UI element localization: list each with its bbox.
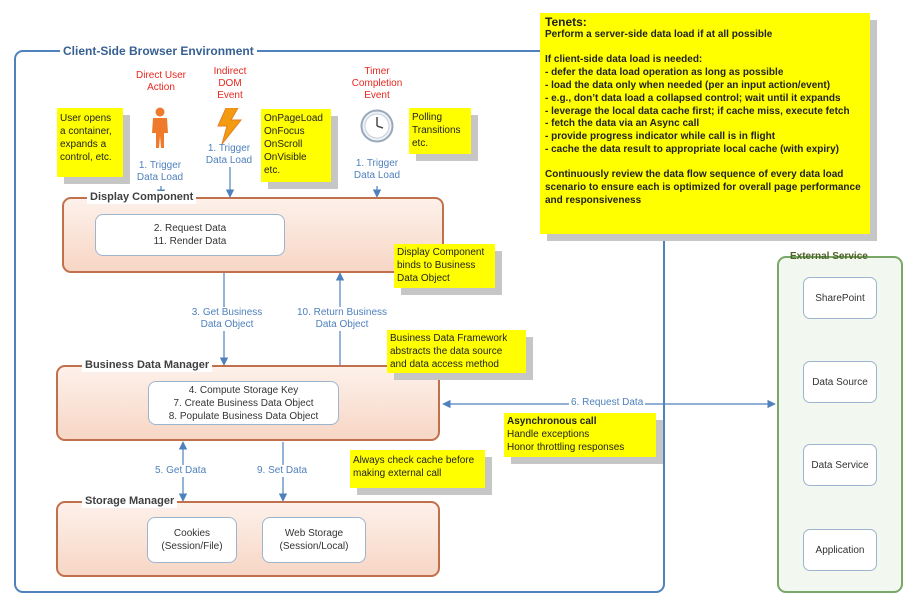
return-business-object-label: 10. Return Business Data Object — [291, 307, 393, 331]
step-request-data: 2. Request Data — [153, 223, 227, 234]
external-service-title: External Service — [790, 251, 868, 262]
cookies-label: Cookies — [173, 528, 211, 539]
step-render-data: 11. Render Data — [153, 236, 227, 247]
tenet-item: - provide progress indicator while call … — [545, 131, 776, 143]
business-data-manager-title: Business Data Manager — [82, 359, 213, 372]
tenet-item: - e.g., don’t data load a collapsed cont… — [545, 92, 841, 104]
browser-environment-title: Client-Side Browser Environment — [60, 44, 257, 58]
set-data-label: 9. Set Data — [255, 465, 310, 477]
storage-manager-title: Storage Manager — [82, 495, 178, 508]
note-user-opens: User opens a container, expands a contro… — [57, 108, 123, 177]
tenets-first: Perform a server-side data load if at al… — [545, 29, 773, 40]
timer-completion-event-label: Timer Completion Event — [351, 66, 403, 101]
trigger-label-user: 1. Trigger Data Load — [136, 160, 184, 183]
note-dom-events: OnPageLoad OnFocus OnScroll OnVisible et… — [261, 109, 331, 182]
request-data-label: 6. Request Data — [569, 397, 646, 409]
display-component-title: Display Component — [87, 191, 197, 204]
tenets-closing: Continuously review the data flow sequen… — [545, 169, 861, 206]
tenet-item: - load the data only when needed (per an… — [545, 79, 831, 91]
tenet-item: - leverage the local data cache first; i… — [545, 105, 850, 117]
step-populate-business-object: 8. Populate Business Data Object — [168, 410, 319, 422]
service-data-service: Data Service — [803, 444, 877, 486]
note-cache-check: Always check cache before making externa… — [350, 450, 485, 488]
get-data-label: 5. Get Data — [153, 465, 209, 477]
tenet-item: - cache the data result to appropriate l… — [545, 144, 839, 156]
tenet-item: - defer the data load operation as long … — [545, 66, 784, 78]
cookies-box: Cookies (Session/File) — [147, 517, 237, 563]
step-create-business-object: 7. Create Business Data Object — [173, 397, 314, 409]
direct-user-action-label: Direct User Action — [135, 70, 186, 93]
clock-icon — [360, 109, 394, 143]
tenets-note: Tenets: Perform a server-side data load … — [540, 13, 870, 234]
note-polling: Polling Transitions etc. — [409, 108, 471, 154]
browser-environment-region — [14, 50, 665, 593]
tenets-subheading: If client-side data load is needed: — [545, 53, 703, 65]
business-steps-box: 4. Compute Storage Key 7. Create Busines… — [148, 381, 339, 425]
storage-manager — [56, 501, 440, 577]
tenet-item: - fetch the data via an Async call — [545, 118, 700, 130]
cookies-sublabel: (Session/File) — [161, 541, 223, 552]
service-data-source: Data Source — [803, 361, 877, 403]
service-application: Application — [803, 529, 877, 571]
note-async-call: Asynchronous call Handle exceptions Hono… — [504, 413, 656, 457]
note-display-binds: Display Component binds to Business Data… — [394, 244, 495, 288]
web-storage-label: Web Storage — [284, 528, 344, 539]
trigger-label-dom: 1. Trigger Data Load — [205, 143, 253, 166]
web-storage-box: Web Storage (Session/Local) — [262, 517, 366, 563]
web-storage-sublabel: (Session/Local) — [279, 541, 349, 552]
get-business-object-label: 3. Get Business Data Object — [184, 307, 270, 331]
indirect-dom-event-label: Indirect DOM Event — [213, 66, 247, 101]
lightning-icon — [217, 108, 243, 144]
display-steps-box: 2. Request Data 11. Render Data — [95, 214, 285, 256]
service-sharepoint: SharePoint — [803, 277, 877, 319]
person-icon — [152, 107, 168, 148]
step-compute-storage-key: 4. Compute Storage Key — [188, 384, 299, 396]
tenets-heading: Tenets: — [545, 15, 587, 29]
trigger-label-timer: 1. Trigger Data Load — [353, 158, 401, 181]
note-framework: Business Data Framework abstracts the da… — [387, 330, 526, 373]
